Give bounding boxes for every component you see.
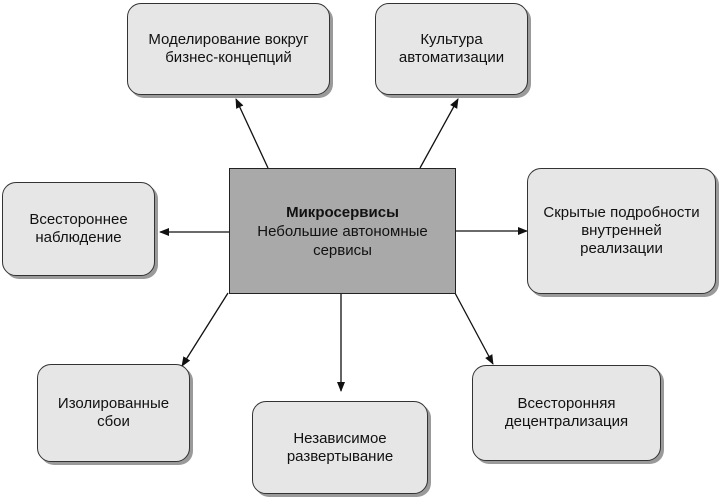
center-subtitle-line1: Небольшие автономные (257, 222, 428, 240)
node-hidden-line1: Скрытые подробности (543, 204, 700, 221)
node-hidden-line2: внутренней (581, 222, 662, 239)
node-observation: Всестороннее наблюдение (2, 182, 155, 276)
node-modeling: Моделирование вокруг бизнес-концепций (127, 3, 330, 95)
node-culture: Культура автоматизации (375, 3, 528, 95)
node-independent-line1: Независимое (293, 429, 387, 447)
node-culture-line2: автоматизации (398, 49, 505, 66)
node-isolated-line1: Изолированные (57, 395, 170, 412)
node-hidden-line3: реализации (580, 240, 663, 257)
arrow-to-isolated (181, 292, 229, 367)
node-isolated-line2: сбои (97, 413, 130, 430)
center-title: Микросервисы (286, 203, 399, 221)
node-observation-line1: Всестороннее (29, 211, 128, 228)
node-modeling-line2: бизнес-концепций (165, 49, 292, 66)
node-culture-line1: Культура (420, 31, 483, 48)
center-node: Микросервисы Небольшие автономные сервис… (229, 168, 456, 294)
node-observation-line2: наблюдение (35, 229, 122, 246)
node-decentralization-line2: децентрализация (504, 413, 629, 430)
arrow-to-decentralization (454, 292, 494, 365)
arrow-to-culture (419, 98, 459, 169)
node-independent-line2: развертывание (286, 447, 394, 465)
node-decentralization-line1: Всесторонняя (517, 395, 616, 412)
node-hidden: Скрытые подробности внутренней реализаци… (527, 168, 716, 294)
center-subtitle-line2: сервисы (313, 241, 372, 259)
node-modeling-line1: Моделирование вокруг (148, 31, 309, 48)
node-decentralization: Всесторонняя децентрализация (472, 365, 661, 461)
node-independent: Независимое развертывание (252, 401, 428, 494)
node-isolated: Изолированные сбои (37, 364, 190, 462)
arrow-to-modeling (235, 98, 269, 169)
